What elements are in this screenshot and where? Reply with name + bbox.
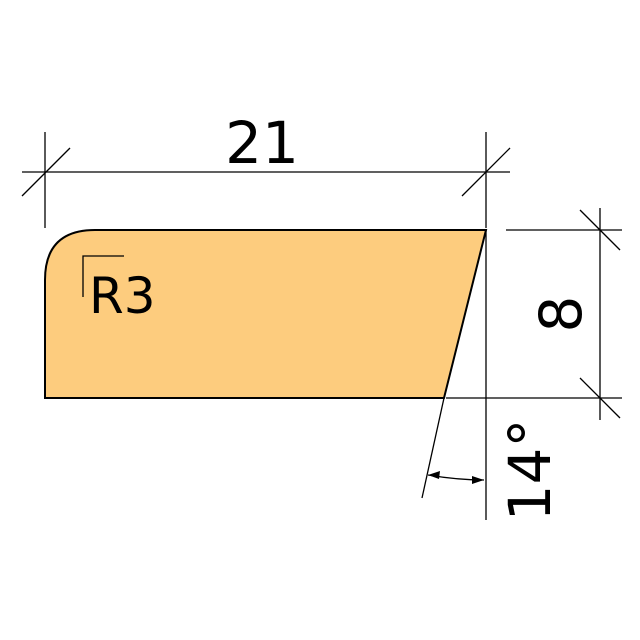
width-tick-right <box>461 147 511 197</box>
angle-extension-slant <box>421 397 445 499</box>
radius-corner-mark <box>82 255 124 297</box>
height-tick-bottom <box>579 377 621 419</box>
angle-arrow-right <box>472 476 484 484</box>
width-dimension <box>21 132 511 228</box>
angle-arrow-left <box>428 471 440 479</box>
angle-label: 14° <box>496 419 564 522</box>
profile-shape <box>44 229 488 399</box>
width-label: 21 <box>225 109 299 177</box>
width-tick-left <box>21 147 71 197</box>
height-label: 8 <box>527 296 595 333</box>
height-tick-top <box>579 209 621 251</box>
height-dimension <box>446 208 622 420</box>
radius-label: R3 <box>89 267 156 325</box>
